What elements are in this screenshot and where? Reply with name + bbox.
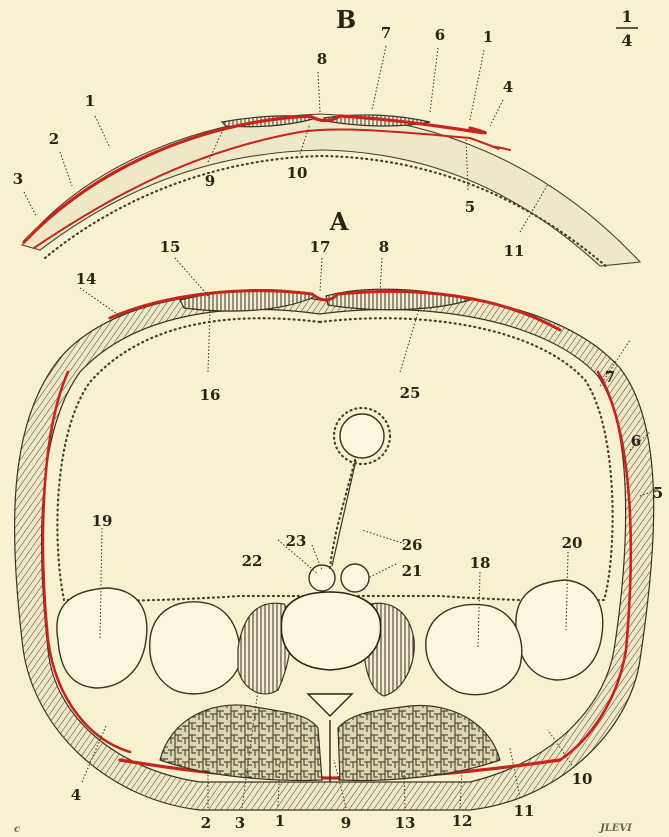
callout-label: 22 bbox=[242, 552, 263, 570]
section-a-organ-20 bbox=[516, 580, 603, 680]
callout-label: 6 bbox=[435, 26, 445, 44]
callout-label: 1 bbox=[275, 812, 285, 830]
callout-label: 18 bbox=[470, 554, 491, 572]
section-a-vertebra bbox=[281, 592, 380, 670]
callout-label: 7 bbox=[605, 368, 615, 386]
callout-label: 9 bbox=[205, 172, 215, 190]
callout-label: 15 bbox=[160, 238, 181, 256]
callout-label: 12 bbox=[452, 812, 473, 830]
callout-label: 2 bbox=[49, 130, 59, 148]
callout-label: 3 bbox=[235, 814, 245, 832]
section-a bbox=[15, 289, 654, 810]
callout-label: 20 bbox=[562, 534, 583, 552]
callout-label: 6 bbox=[631, 432, 641, 450]
callout-label: 2 bbox=[201, 814, 211, 832]
section-a-vessel-21 bbox=[341, 564, 369, 592]
callout-label: 4 bbox=[71, 786, 81, 804]
callout-label: 13 bbox=[395, 814, 416, 832]
callout-label: 21 bbox=[402, 562, 423, 580]
callout-label: 1 bbox=[483, 28, 493, 46]
callout-label: 8 bbox=[379, 238, 389, 256]
callout-label: 25 bbox=[400, 384, 421, 402]
callout-label: 14 bbox=[76, 270, 97, 288]
callout-label: 3 bbox=[13, 170, 23, 188]
callout-label: 9 bbox=[341, 814, 351, 832]
callout-label: 23 bbox=[286, 532, 307, 550]
callout-label: 17 bbox=[310, 238, 331, 256]
scale-denominator: 4 bbox=[621, 31, 632, 50]
callout-label: 8 bbox=[317, 50, 327, 68]
callout-label: 1 bbox=[85, 92, 95, 110]
callout-label: 5 bbox=[465, 198, 475, 216]
scale-numerator: 1 bbox=[621, 7, 632, 26]
callout-label: 5 bbox=[653, 484, 663, 502]
section-b bbox=[22, 114, 640, 268]
callout-label: 26 bbox=[402, 536, 423, 554]
engraver-signature: JLEVI bbox=[598, 823, 632, 834]
section-a-kidney-left bbox=[150, 602, 240, 694]
callout-label: 11 bbox=[514, 802, 535, 820]
corner-mark: c bbox=[14, 824, 20, 835]
callout-label: 19 bbox=[92, 512, 113, 530]
section-a-intestine-loop bbox=[340, 414, 384, 458]
callout-label: 10 bbox=[287, 164, 308, 182]
callout-label: 11 bbox=[504, 242, 525, 260]
callout-label: 7 bbox=[381, 24, 391, 42]
section-b-wall bbox=[22, 114, 640, 266]
callout-label: 16 bbox=[200, 386, 221, 404]
panel-title-a: A bbox=[329, 207, 349, 236]
callout-label: 10 bbox=[572, 770, 593, 788]
callout-label: 4 bbox=[503, 78, 513, 96]
panel-title-b: B bbox=[336, 5, 356, 34]
